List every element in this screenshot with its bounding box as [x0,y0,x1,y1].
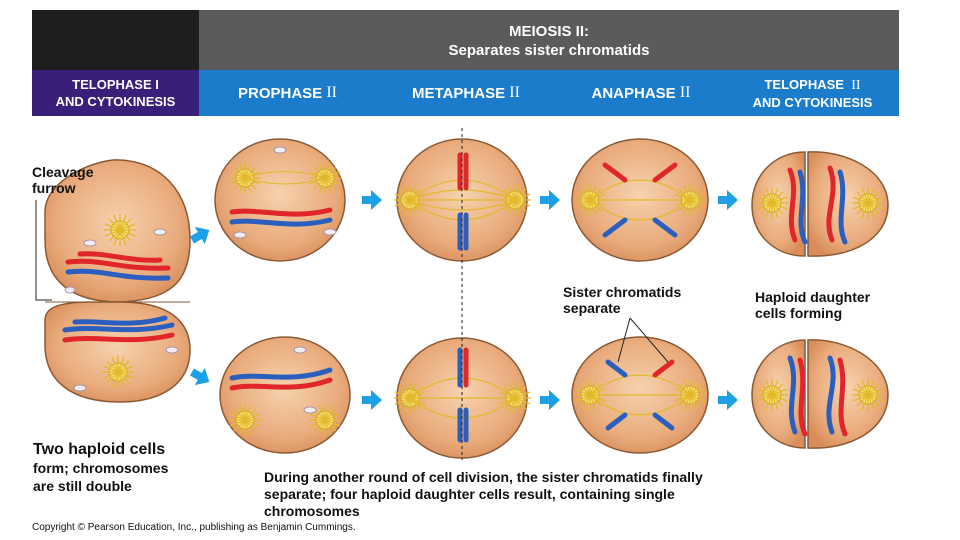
cleavage-line2: furrow [32,180,93,196]
arrow-icon [362,190,382,210]
two-haploid-label: Two haploid cells form; chromosomes are … [33,441,168,495]
arrow-icon [718,190,738,210]
arrow-icon [187,221,214,248]
arrow-icon [362,390,382,410]
two-haploid-line3: are still double [33,477,168,495]
prophase-ii-cell-bottom [220,337,350,453]
telophase-ii-cells-bottom [752,340,888,448]
telophase-i-cells [36,160,190,402]
summary-line3: chromosomes [264,503,703,520]
copyright-notice: Copyright © Pearson Education, Inc., pub… [32,522,356,533]
two-haploid-line1: Two haploid cells [33,441,168,459]
haploid-line1: Haploid daughter [755,289,870,305]
arrow-icon [540,190,560,210]
sister-line2: separate [563,300,681,316]
anaphase-ii-cell-bottom [572,318,708,453]
summary-line2: separate; four haploid daughter cells re… [264,486,703,503]
anaphase-ii-cell-top [572,139,708,261]
sister-line1: Sister chromatids [563,284,681,300]
sister-chromatids-label: Sister chromatids separate [563,284,681,316]
cleavage-furrow-label: Cleavage furrow [32,164,93,196]
prophase-ii-cell-top [215,139,345,261]
haploid-line2: cells forming [755,305,870,321]
cleavage-line1: Cleavage [32,164,93,180]
summary-line1: During another round of cell division, t… [264,469,703,486]
arrow-icon [540,390,560,410]
arrow-icon [718,390,738,410]
arrow-icon [187,363,214,390]
haploid-daughter-label: Haploid daughter cells forming [755,289,870,321]
two-haploid-line2: form; chromosomes [33,459,168,477]
summary-caption: During another round of cell division, t… [264,469,703,520]
telophase-ii-cells-top [752,152,888,256]
